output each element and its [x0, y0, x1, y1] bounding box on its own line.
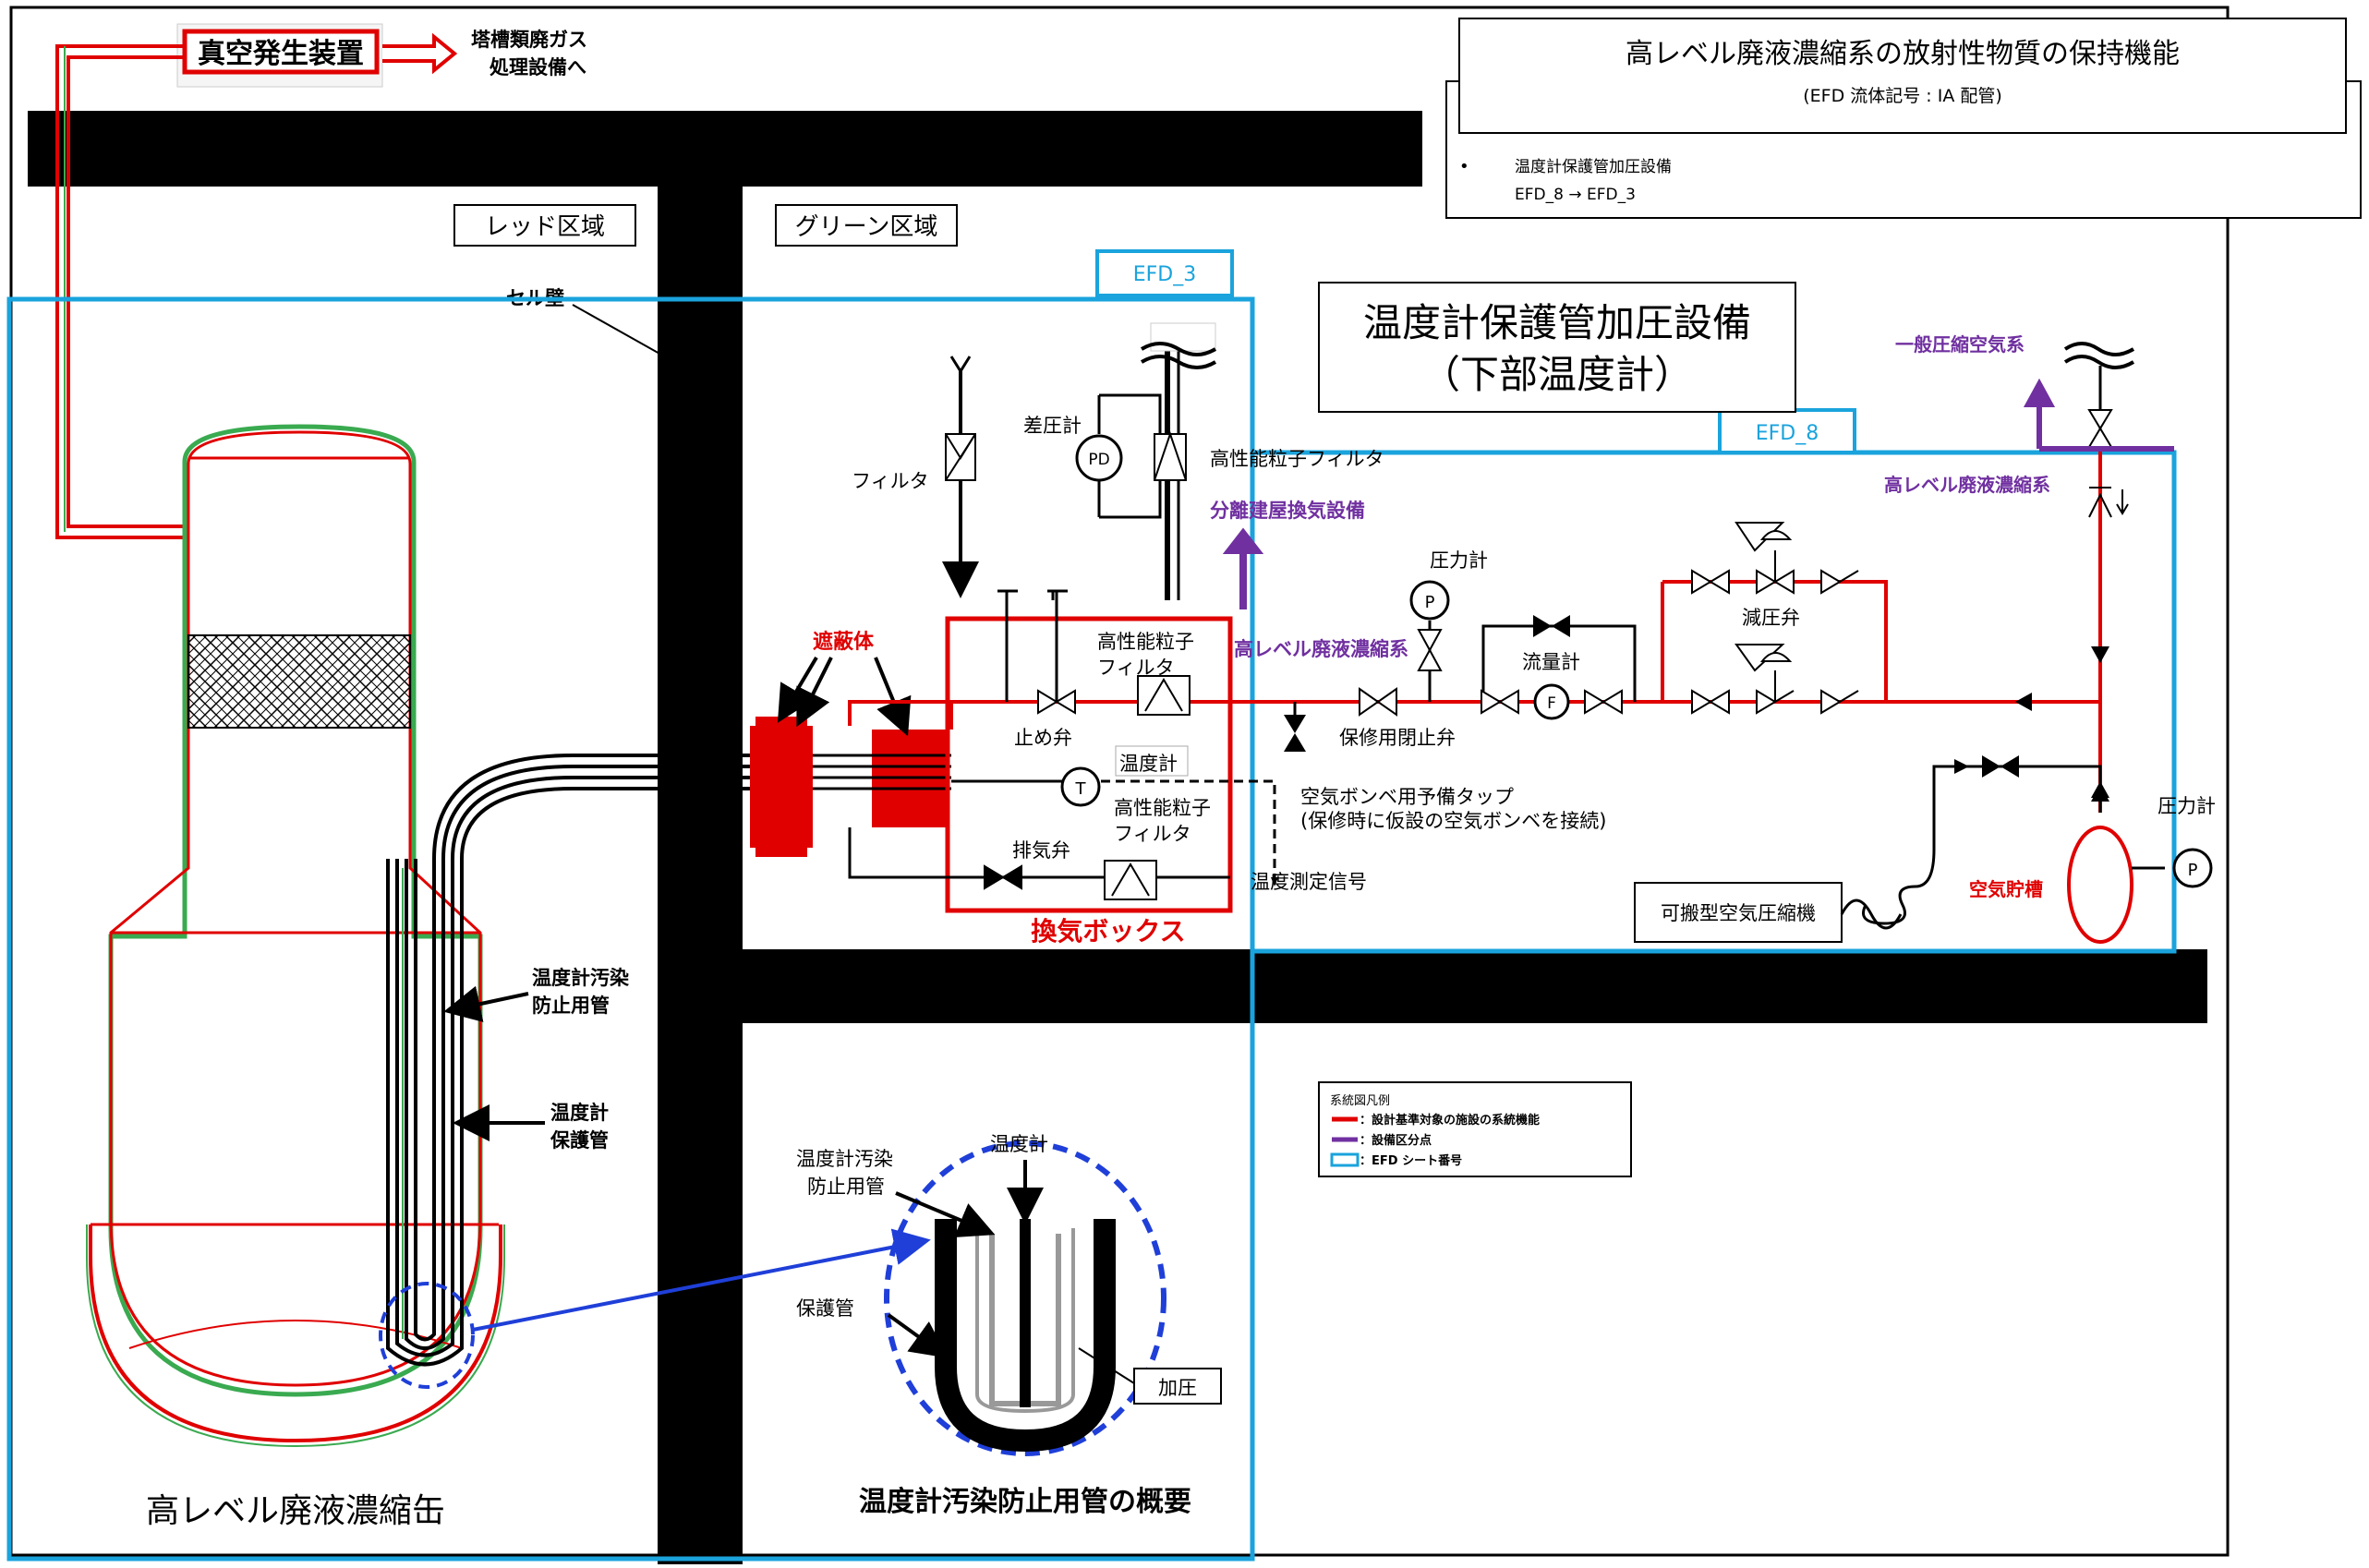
hepa-box1-label-2: フィルタ: [1097, 657, 1175, 679]
filter-label: フィルタ: [852, 470, 929, 492]
efd8-label: EFD_8: [1756, 422, 1819, 445]
offgas-label-2: 処理設備へ: [490, 56, 586, 78]
detail-anti-label-1: 温度計汚染: [796, 1148, 893, 1170]
exhaust-column: [1097, 322, 1217, 600]
pressure-reducing-valves: 減圧弁: [1691, 522, 1859, 715]
vacuum-device-label: 真空発生装置: [198, 38, 364, 70]
pressure-gauge-1: P 圧力計: [1409, 549, 1488, 702]
evaporator: 高レベル廃液濃縮缶: [86, 424, 505, 1530]
equipment-title: 温度計保護管加圧設備 （下部温度計）: [1318, 282, 1796, 413]
building-walls: [28, 111, 2207, 1564]
pressure-gauge-2-symbol: P: [2188, 861, 2198, 880]
detail-pressurize-label: 加圧: [1158, 1377, 1197, 1399]
detail-pointer: [472, 1228, 931, 1332]
vent-valve-label: 排気弁: [1012, 839, 1070, 862]
green-zone-label: グリーン区域: [795, 213, 938, 241]
vent-valve: 排気弁: [984, 839, 1070, 890]
title-box: 高レベル廃液濃縮系の放射性物質の保持機能 (EFD 流体記号 : IA 配管) …: [1445, 18, 2362, 219]
air-supply: 空気貯槽 P 圧力計 可搬型空気圧縮機: [1634, 755, 2216, 944]
hepa-box1: 高性能粒子 フィルタ: [1097, 631, 1194, 716]
bullet-title: 温度計保護管加圧設備: [1515, 158, 1672, 176]
legend: 系統図凡例 ：設計基準対象の施設の系統機能 ：設備区分点 ：EFD シート番号: [1318, 1081, 1632, 1177]
maintenance-valve: 保修用閉止弁: [1284, 687, 1456, 752]
hlw-concentration-label-a: 高レベル廃液濃縮系: [1234, 638, 1408, 660]
legend-item-cyan: ：EFD シート番号: [1360, 1153, 1462, 1168]
hepa-box1-label-1: 高性能粒子: [1097, 631, 1194, 653]
spare-tap-label-2: (保修時に仮設の空気ボンベを接続): [1300, 810, 1606, 832]
hepa-box2-label-2: フィルタ: [1114, 823, 1191, 845]
shield-label: 遮蔽体: [813, 630, 875, 654]
legend-item-purple: ：設備区分点: [1360, 1133, 1432, 1148]
efd-sheets: EFD_3 EFD_8: [6, 249, 2177, 1562]
evaporator-label: 高レベル廃液濃縮缶: [146, 1492, 445, 1530]
flow-meter-label: 流量計: [1522, 651, 1580, 673]
vacuum-device: 真空発生装置 塔槽類廃ガス 処理設備へ: [176, 23, 587, 88]
dp-gauge-symbol: [1075, 434, 1123, 482]
spare-tap-label-1: 空気ボンベ用予備タップ: [1300, 786, 1514, 808]
red-zone-label: レッド区域: [485, 213, 605, 241]
hlw-concentration-label-b: 高レベル廃液濃縮系: [1884, 474, 2050, 496]
thermometer-tubes: [386, 754, 757, 1367]
protection-pipe-label-2: 保護管: [550, 1129, 609, 1152]
hepa-box2: 高性能粒子 フィルタ: [1104, 797, 1211, 900]
pressure-gauge-1-label: 圧力計: [1430, 549, 1488, 572]
detail-protection-label: 保護管: [796, 1297, 854, 1320]
pressure-gauge-2-label: 圧力計: [2157, 795, 2216, 817]
pressure-gauge-1-symbol: P: [1425, 593, 1435, 612]
detail-title: 温度計汚染防止用管の概要: [859, 1486, 1191, 1518]
equipment-title-2: （下部温度計）: [1421, 352, 1693, 397]
filter-column: [942, 356, 979, 598]
offgas-label-1: 塔槽類廃ガス: [471, 29, 587, 51]
ventilation-box: 換気ボックス: [945, 616, 1233, 947]
equipment-title-1: 温度計保護管加圧設備: [1363, 300, 1751, 345]
bullet-mark: •: [1459, 157, 1469, 176]
thermometer-box-label: 温度計: [1119, 753, 1178, 775]
subtitle-text: (EFD 流体記号 : IA 配管): [1803, 86, 2002, 106]
temp-signal-label: 温度測定信号: [1251, 871, 1367, 893]
anti-pipe-label-1: 温度計汚染: [532, 967, 629, 989]
detail-view: 温度計 温度計汚染 防止用管 保護管 加圧 温度計汚染防止用管の概要: [796, 1133, 1222, 1518]
title-text: 高レベル廃液濃縮系の放射性物質の保持機能: [1626, 38, 2180, 70]
legend-item-red: ：設計基準対象の施設の系統機能: [1360, 1113, 1540, 1128]
vacuum-pipe: [55, 44, 185, 539]
hepa-top-label: 高性能粒子フィルタ: [1210, 448, 1384, 470]
flow-meter-symbol: F: [1547, 694, 1556, 713]
zone-labels: レッド区域 グリーン区域: [453, 204, 958, 247]
air-tank-label: 空気貯槽: [1969, 878, 2043, 900]
portable-compressor-label: 可搬型空気圧縮機: [1661, 902, 1816, 924]
bullet-path: EFD_8 → EFD_3: [1515, 186, 1636, 204]
detail-thermometer-label: 温度計: [990, 1133, 1048, 1155]
check-valve-label: 止め弁: [1014, 727, 1072, 749]
temp-signal-line: [1071, 779, 1276, 887]
protection-pipe-label-1: 温度計: [550, 1102, 609, 1124]
separation-ventilation-label: 分離建屋換気設備: [1210, 500, 1365, 522]
flow-meter: F 流量計: [1481, 615, 1637, 720]
anti-pipe-label-2: 防止用管: [532, 995, 610, 1017]
hepa-box2-label-1: 高性能粒子: [1114, 797, 1211, 819]
detail-anti-label-2: 防止用管: [807, 1176, 885, 1198]
legend-title: 系統図凡例: [1330, 1094, 1390, 1108]
efd3-label: EFD_3: [1133, 263, 1197, 286]
dp-gauge-symbol-text: PD: [1088, 451, 1109, 469]
general-air-label: 一般圧縮空気系: [1895, 333, 2025, 356]
detail-circle-small: [379, 1282, 475, 1389]
thermometer-symbol-text: T: [1075, 779, 1087, 799]
vent-box-label: 換気ボックス: [1031, 916, 1185, 947]
thermometer-symbol: [1060, 766, 1101, 807]
pressurize-line: [848, 451, 2102, 813]
check-valve: 止め弁: [1014, 689, 1076, 749]
general-air-source: 一般圧縮空気系 高レベル廃液濃縮系: [1884, 333, 2174, 518]
dp-gauge-label: 差圧計: [1023, 415, 1082, 437]
pressure-reducing-valve-label: 減圧弁: [1742, 607, 1800, 629]
maintenance-valve-label: 保修用閉止弁: [1339, 727, 1456, 749]
